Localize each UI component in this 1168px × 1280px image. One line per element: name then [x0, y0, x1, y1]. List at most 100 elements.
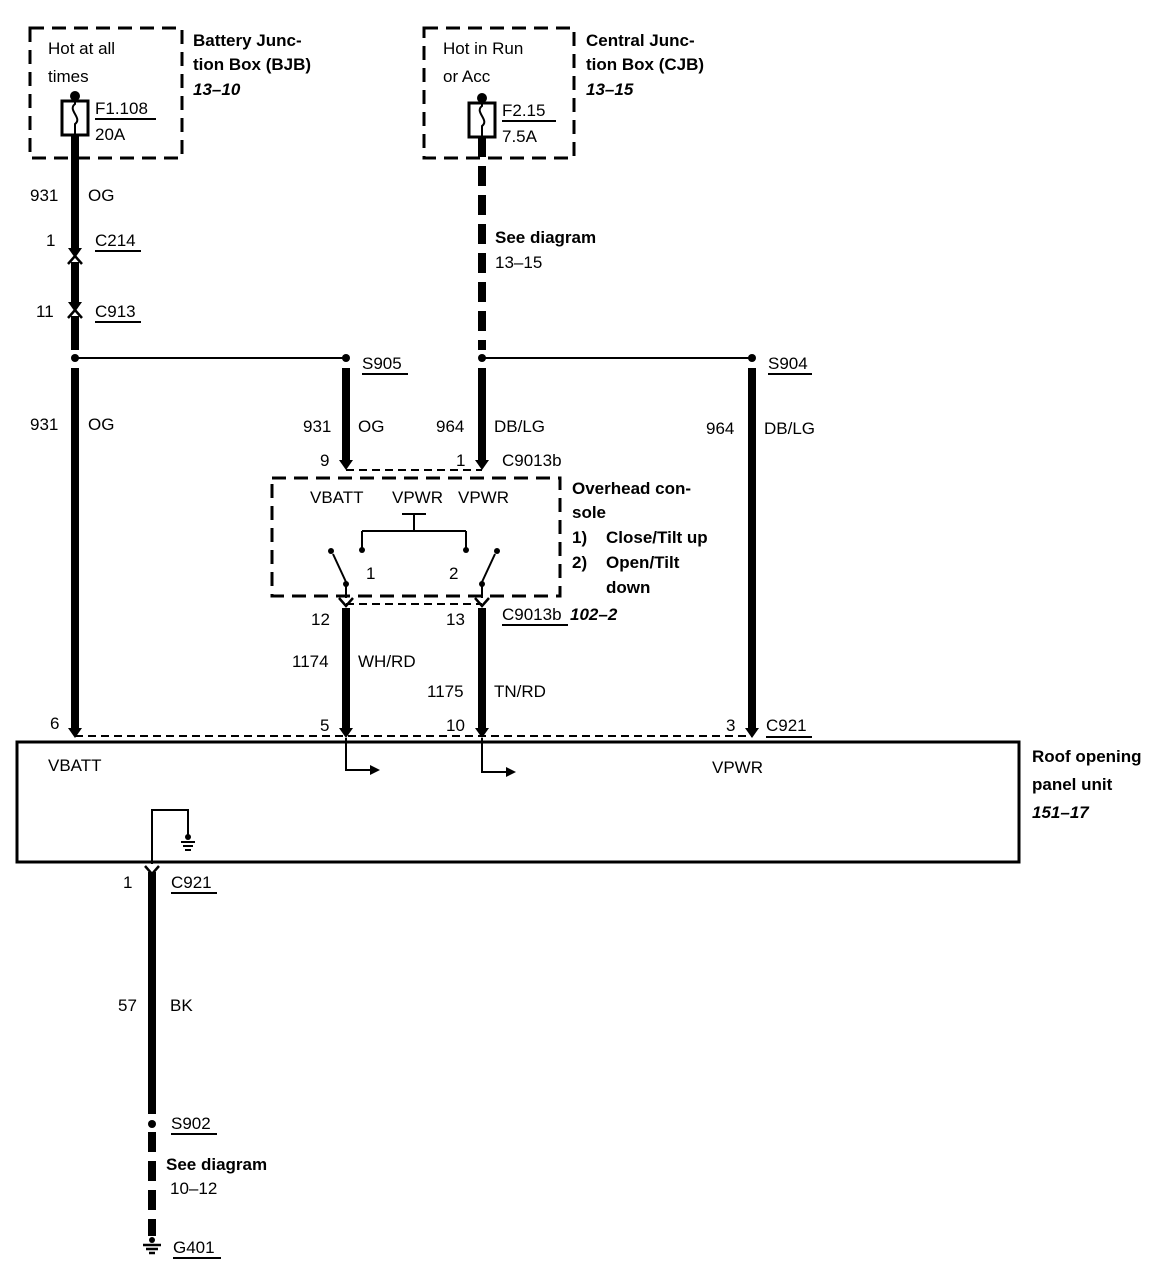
cjb-note-line2: or Acc [443, 67, 491, 86]
s904-label: S904 [768, 354, 808, 373]
wire-1175-color: TN/RD [494, 682, 546, 701]
bjb-ref: 13–10 [193, 80, 241, 99]
wire-931-console-circuit: 931 [303, 417, 331, 436]
overhead-console-box [270, 476, 562, 598]
c9013b-pin9-icon [339, 460, 353, 470]
bjb-fuse-id: F1.108 [95, 99, 148, 118]
switch1-arm-icon [332, 553, 347, 583]
see-diagram-2-line1: See diagram [166, 1155, 267, 1174]
c9013b-pin1-icon [475, 460, 489, 470]
c9013b-pin13-icon [474, 597, 490, 608]
overhead-title-line2: sole [572, 503, 606, 522]
switch2-vbatt-dot [494, 548, 500, 554]
c921-pin1: 1 [123, 873, 132, 892]
bjb-note-line2: times [48, 67, 89, 86]
roof-unit-box [15, 740, 1021, 864]
switch1-vbatt-dot [328, 548, 334, 554]
c9013b-pin12-icon [338, 597, 354, 608]
console-contact-right-dot [463, 547, 469, 553]
cjb-title-line2: tion Box (CJB) [586, 55, 704, 74]
wire-964-console-color: DB/LG [494, 417, 545, 436]
see-diagram-1-line1: See diagram [495, 228, 596, 247]
switch2-pivot [479, 581, 485, 587]
overhead-item2-line1: Open/Tilt [606, 553, 680, 572]
c9013b-pin9: 9 [320, 451, 329, 470]
bjb-note-line1: Hot at all [48, 39, 115, 58]
c9013b-top-label: C9013b [502, 451, 562, 470]
roof-internal-ground-lead [151, 809, 189, 864]
switch1-pivot [343, 581, 349, 587]
wire-964-roof-circuit: 964 [706, 419, 734, 438]
roof-title-line2: panel unit [1032, 775, 1113, 794]
roof-ground-dot [185, 834, 191, 840]
c913-pin: 11 [36, 302, 54, 321]
roof-pin-vpwr: VPWR [712, 758, 763, 777]
roof-internal-lead-1175 [481, 738, 508, 773]
c921-bottom-label: C921 [171, 873, 212, 892]
c214-female-icon [67, 254, 83, 265]
roof-internal-lead-1174 [345, 738, 372, 771]
wire-931-lower-color: OG [88, 415, 114, 434]
c9013b-ref: 102–2 [570, 605, 618, 624]
overhead-item2-num: 2) [572, 553, 587, 572]
cjb-box [422, 26, 576, 160]
cjb-title-line1: Central Junc- [586, 31, 695, 50]
s902-label: S902 [171, 1114, 211, 1133]
roof-pin-vbatt: VBATT [48, 756, 102, 775]
c921-top-label: C921 [766, 716, 807, 735]
console-pin-vpwr1: VPWR [392, 488, 443, 507]
wire-964-console-circuit: 964 [436, 417, 464, 436]
c9013b-pin1: 1 [456, 451, 465, 470]
roof-contact-1174-icon [370, 765, 380, 775]
c214-pin: 1 [46, 231, 55, 250]
c9013b-pin12: 12 [311, 610, 330, 629]
wire-57-color: BK [170, 996, 193, 1015]
roof-contact-1175-icon [506, 767, 516, 777]
wire-1175-circuit: 1175 [427, 682, 464, 701]
wire-931-lower-circuit: 931 [30, 415, 58, 434]
wire-964-roof-color: DB/LG [764, 419, 815, 438]
c214-male-icon [68, 248, 82, 258]
bjb-box [28, 26, 184, 160]
c921-pin3-icon [745, 728, 759, 738]
wire-931-upper-color: OG [88, 186, 114, 205]
g401-dot [149, 1237, 155, 1243]
s902-dot [148, 1120, 156, 1128]
bjb-title-line2: tion Box (BJB) [193, 55, 311, 74]
see-diagram-1-line2: 13–15 [495, 253, 542, 272]
c921-pin10: 10 [446, 716, 465, 735]
switch2-arm-icon [481, 553, 496, 583]
c921-pin10-icon [475, 728, 489, 738]
overhead-title-line1: Overhead con- [572, 479, 691, 498]
bjb-fuse-rating: 20A [95, 125, 126, 144]
wire-57-circuit: 57 [118, 996, 137, 1015]
roof-title-line1: Roof opening [1032, 747, 1142, 766]
bjb-title-line1: Battery Junc- [193, 31, 302, 50]
cjb-note-line1: Hot in Run [443, 39, 523, 58]
c214-label: C214 [95, 231, 136, 250]
console-switch2-label: 2 [449, 564, 458, 583]
wire-931-console-color: OG [358, 417, 384, 436]
overhead-item1-text: Close/Tilt up [606, 528, 708, 547]
c921-pin5: 5 [320, 716, 329, 735]
see-diagram-2-line2: 10–12 [170, 1179, 217, 1198]
c921-pin5-icon [339, 728, 353, 738]
c9013b-bottom-label: C9013b [502, 605, 562, 624]
c921-pin6: 6 [50, 714, 59, 733]
g401-label: G401 [173, 1238, 215, 1257]
wire-931-upper-circuit: 931 [30, 186, 58, 205]
roof-ref: 151–17 [1032, 803, 1090, 822]
s905-dot [342, 354, 350, 362]
console-contact-left-dot [359, 547, 365, 553]
c913-male-icon [68, 302, 82, 312]
s905-label: S905 [362, 354, 402, 373]
c913-female-icon [67, 308, 83, 319]
wire-1174-circuit: 1174 [292, 652, 329, 671]
c921-pin6-icon [68, 728, 82, 738]
c921-pin3: 3 [726, 716, 735, 735]
s904-dot [748, 354, 756, 362]
overhead-item2-line2: down [606, 578, 650, 597]
cjb-fuse-id: F2.15 [502, 101, 545, 120]
